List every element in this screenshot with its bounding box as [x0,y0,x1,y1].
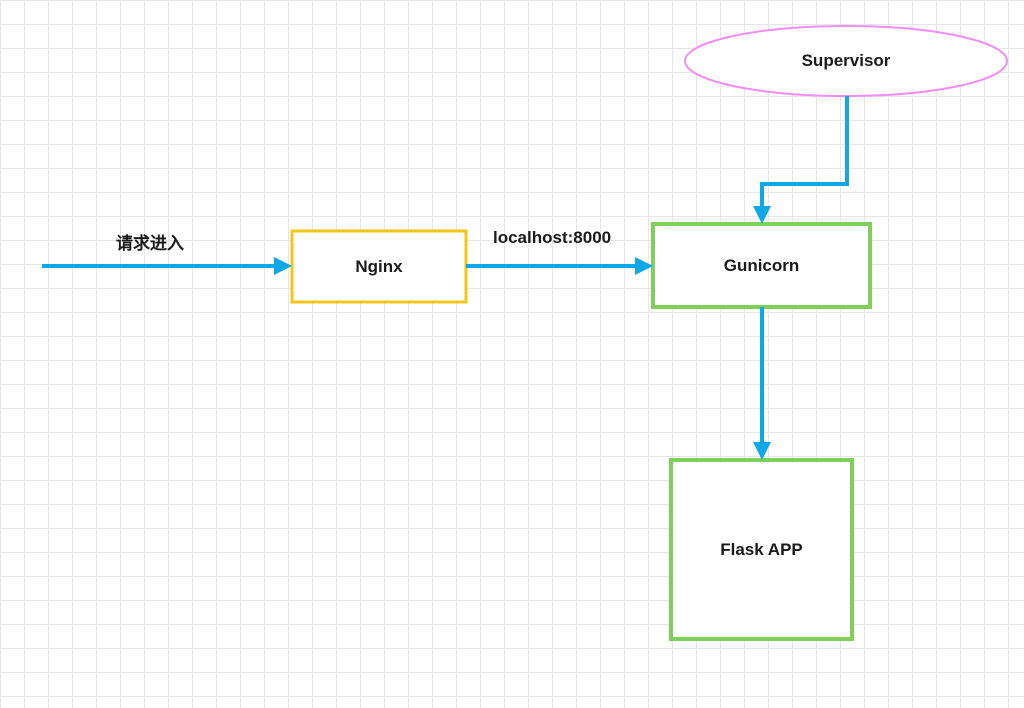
nginx-label: Nginx [355,257,403,276]
gunicorn-node[interactable] [651,222,872,309]
supervisor-label: Supervisor [801,51,891,70]
supervisor-to-gunicorn-arrow [760,96,849,210]
flask-app-label: Flask APP [720,540,803,559]
nginx-node[interactable] [290,229,468,304]
request-in-label: 请求进入 [116,234,184,253]
nginx-to-gunicorn-arrowhead [635,257,653,275]
gunicorn-label: Gunicorn [723,256,800,275]
flask-app-node[interactable] [669,458,854,641]
nginx-to-gunicorn-label: localhost:8000 [493,228,612,247]
supervisor-to-gunicorn-arrowhead [753,206,771,224]
request-in-arrowhead [274,257,292,275]
gunicorn-to-flask-arrowhead [753,442,771,460]
